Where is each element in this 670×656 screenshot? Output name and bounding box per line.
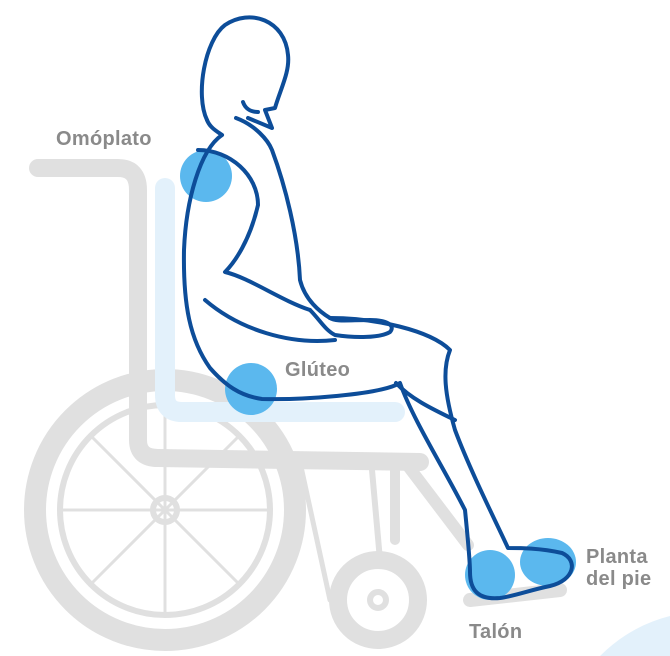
front-caster-hub [370, 592, 386, 608]
label-shoulder-blade: Omóplato [56, 128, 152, 150]
label-sole-line-2: del pie [586, 568, 651, 590]
back-of-neck [207, 120, 222, 135]
label-sole-of-foot: Planta del pie [586, 546, 651, 590]
label-sole-line-1: Planta [586, 546, 651, 568]
front-caster [338, 560, 418, 640]
decorative-corner-arc [600, 616, 670, 656]
label-buttock: Glúteo [285, 359, 350, 381]
caster-fork [372, 470, 380, 560]
leg-frame [300, 462, 468, 545]
chest-outline [236, 118, 330, 318]
axle-strut [300, 462, 330, 600]
wheel-spokes [60, 405, 270, 615]
label-heel: Talón [469, 621, 522, 643]
ear-line [243, 102, 258, 112]
head-outline [202, 17, 288, 128]
pressure-point-heel [465, 550, 515, 600]
